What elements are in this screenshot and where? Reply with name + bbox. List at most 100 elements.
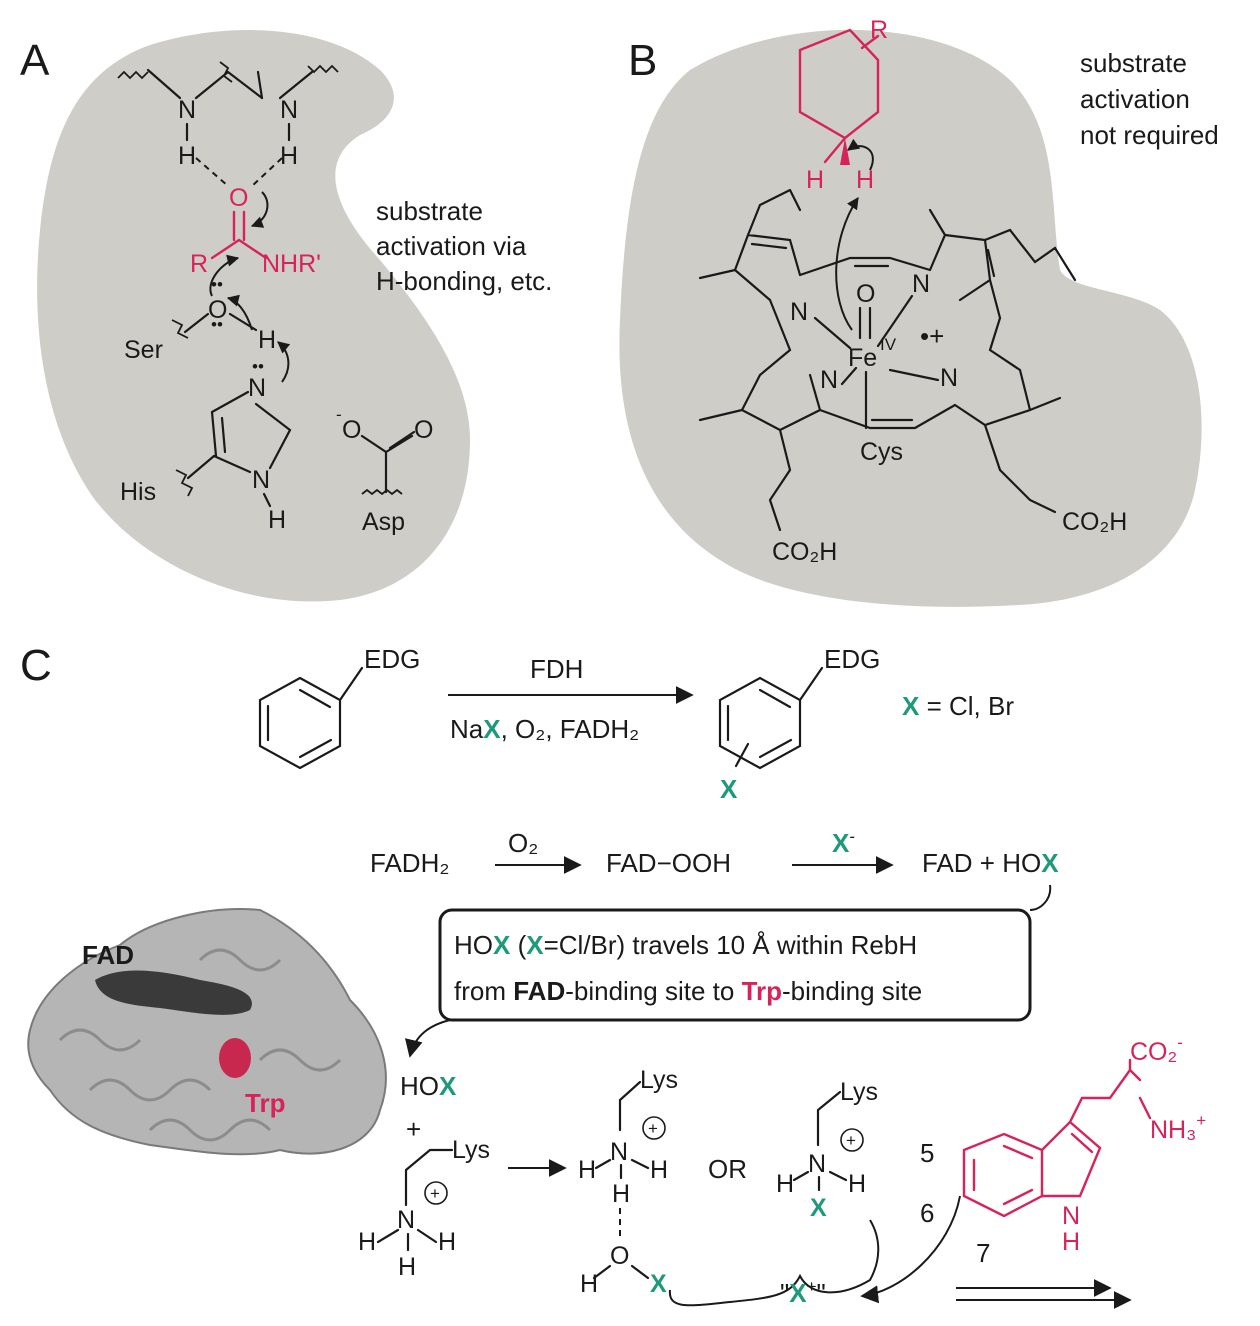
asp-bond <box>388 430 416 450</box>
mech-n-2: N <box>610 1138 628 1166</box>
xplus-open: " <box>780 1278 789 1308</box>
mech-or: OR <box>708 1154 747 1184</box>
atom-n1: N <box>178 96 196 124</box>
label-cys: Cys <box>860 438 903 466</box>
mech-x-2: X <box>810 1194 827 1222</box>
atom-n2: N <box>280 96 298 124</box>
label-fad-ooh: FAD−OOH <box>606 848 731 878</box>
trp-co2: CO₂- <box>1130 1033 1183 1066</box>
mech-h-3b: H <box>848 1170 866 1198</box>
x-substituent-bond <box>734 742 750 768</box>
label-edg-reactant: EDG <box>364 644 420 674</box>
ox-bonds <box>592 1264 650 1280</box>
mech-n-1: N <box>397 1206 415 1234</box>
fe-o-double-bond <box>858 306 872 340</box>
nh-bonds <box>594 1158 650 1180</box>
mech-h-1a: H <box>358 1228 376 1256</box>
lone-pair: •• <box>211 275 223 294</box>
h-bond <box>251 157 283 187</box>
note-b-line-1: substrate <box>1080 48 1187 78</box>
curved-arrow <box>226 294 253 331</box>
radical-cation: •+ <box>920 321 944 351</box>
mech-lys-3: Lys <box>840 1078 878 1106</box>
his-bond <box>186 454 216 480</box>
label-co2h-right: CO₂H <box>1062 508 1127 536</box>
trp-co2-minus: - <box>1177 1033 1183 1052</box>
trp-sidechain <box>1068 1068 1142 1124</box>
note-b-line-2: activation <box>1080 84 1190 114</box>
mech-h-2c: H <box>612 1180 630 1208</box>
atom-n-tr: N <box>912 270 930 298</box>
x-definition: X = Cl, Br <box>902 691 1014 721</box>
panel-b: B R H H N N N N O Fe IV •+ Cys CO₂H CO₂H… <box>619 16 1219 607</box>
indole-h: H <box>1062 1228 1080 1256</box>
protein-helices <box>58 948 342 1142</box>
cond-rest: , O₂, FADH₂ <box>501 714 640 744</box>
x-def-x: X <box>902 691 920 721</box>
atom-r-b: R <box>870 16 888 44</box>
mech-h-3a: H <box>776 1170 794 1198</box>
curved-arrow <box>277 341 291 383</box>
box-line-2: from FAD-binding site to Trp-binding sit… <box>454 976 922 1006</box>
protein-trp-label: Trp <box>245 1088 285 1118</box>
label-his: His <box>120 478 156 506</box>
mech-hox-ho: HO <box>400 1071 439 1101</box>
nx-bonds <box>792 1170 848 1192</box>
protein-ribbon <box>27 908 387 1156</box>
position-7: 7 <box>976 1238 990 1268</box>
atom-n-his-top: N <box>248 374 266 402</box>
charge-circle <box>840 1128 864 1152</box>
protein-blob-b <box>619 29 1202 607</box>
indole-inner <box>972 1144 1034 1206</box>
porphyrin-ring <box>698 188 1077 532</box>
bracket-to-box <box>1029 884 1052 911</box>
curved-arrow <box>847 138 874 171</box>
panel-letter-a: A <box>20 36 50 85</box>
cyclohexane-ring <box>798 28 880 140</box>
amide-bond <box>210 238 268 260</box>
atom-h-ser: H <box>258 326 276 354</box>
curved-arrow <box>209 254 240 297</box>
nh-bond <box>262 492 272 508</box>
label-edg-product: EDG <box>824 644 880 674</box>
carbonyl-double-bond <box>232 210 246 242</box>
ch-wedge <box>823 136 847 164</box>
note-a-line-2: activation via <box>376 231 527 261</box>
atom-h2: H <box>280 142 298 170</box>
curved-arrow <box>250 191 269 228</box>
mech-h-2a: H <box>578 1156 596 1184</box>
indole-double <box>1070 1132 1094 1154</box>
panel-letter-b: B <box>628 36 657 85</box>
box-l1-paren: ( <box>510 930 526 960</box>
mech-hox: HOX <box>400 1071 457 1101</box>
backbone-wavy-2 <box>219 61 233 83</box>
trp-nh3-plus: + <box>1196 1111 1206 1130</box>
atom-o-carbonyl: O <box>229 184 248 212</box>
atom-h-his: H <box>268 506 286 534</box>
charge-plus: + <box>430 1184 440 1203</box>
asp-wavy <box>361 488 403 496</box>
mech-n-3: N <box>808 1150 826 1178</box>
trp-nh3-text: NH₃ <box>1150 1116 1196 1144</box>
attack-arrow <box>860 1195 961 1304</box>
backbone-bond <box>146 68 182 100</box>
his-wavy <box>175 469 194 497</box>
mech-lys-2: Lys <box>640 1066 678 1094</box>
atom-n-tl: N <box>790 298 808 326</box>
atom-nhr: NHR' <box>262 250 321 278</box>
product-hox-x: X <box>1041 848 1059 878</box>
xplus-sup: + <box>807 1277 817 1296</box>
cond-x: X <box>483 714 501 744</box>
box-arrow-to-hox <box>405 1019 451 1058</box>
atom-r: R <box>190 250 208 278</box>
mech-x-1: X <box>650 1270 667 1298</box>
xplus-x: X <box>789 1278 807 1308</box>
note-a-line-3: H-bonding, etc. <box>376 266 552 296</box>
mech-o: O <box>610 1242 629 1270</box>
panel-letter-c: C <box>20 641 52 690</box>
mech-h-2b: H <box>650 1156 668 1184</box>
mech-lys-1: Lys <box>452 1136 490 1164</box>
label-fadh2: FADH₂ <box>370 848 449 878</box>
curved-arrow <box>835 197 859 331</box>
